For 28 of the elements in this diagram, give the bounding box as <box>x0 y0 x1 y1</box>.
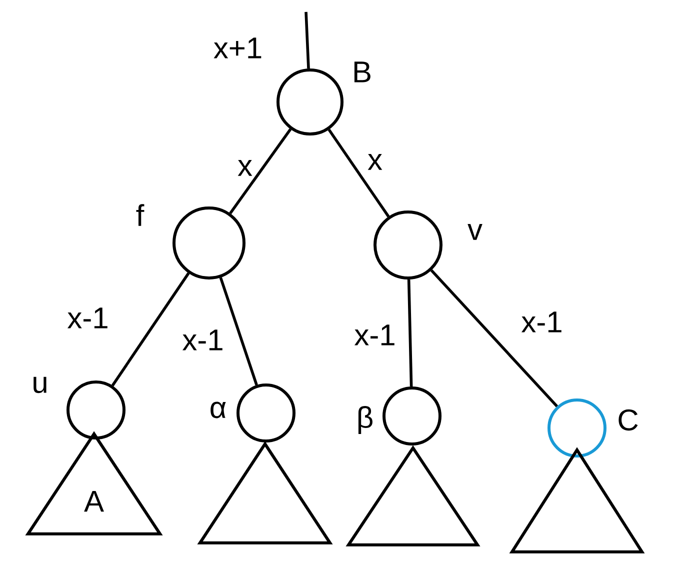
tree-node-circle <box>548 398 606 458</box>
edge-label: x-1 <box>181 328 225 352</box>
edge-label: x-1 <box>66 306 110 330</box>
tree-edge <box>229 128 292 214</box>
tree-node-circle <box>236 383 296 442</box>
node-label: C <box>618 409 638 431</box>
tree-edge <box>328 128 390 218</box>
edge-label: x+1 <box>212 36 264 60</box>
tree-edge <box>430 269 558 408</box>
edge-label: x <box>366 153 384 171</box>
tree-node-circle <box>382 386 442 446</box>
node-label: α <box>210 402 226 418</box>
tree-node-circle <box>66 380 126 440</box>
tree-edge <box>219 277 258 386</box>
tree-edge <box>407 279 413 387</box>
node-label: u <box>34 376 46 394</box>
node-label: f <box>136 204 144 226</box>
node-label: B <box>354 62 370 82</box>
node-label: v <box>468 224 482 240</box>
edge-label: x <box>236 159 254 177</box>
tree-node-circle <box>276 68 344 136</box>
tree-edge <box>304 12 310 69</box>
edge-label: x-1 <box>520 310 564 334</box>
tree-node-circle <box>172 206 246 280</box>
tree-node-circle <box>374 210 442 280</box>
tree-edge <box>111 272 190 386</box>
edge-label: x-1 <box>353 324 397 346</box>
node-label: β <box>358 406 372 434</box>
